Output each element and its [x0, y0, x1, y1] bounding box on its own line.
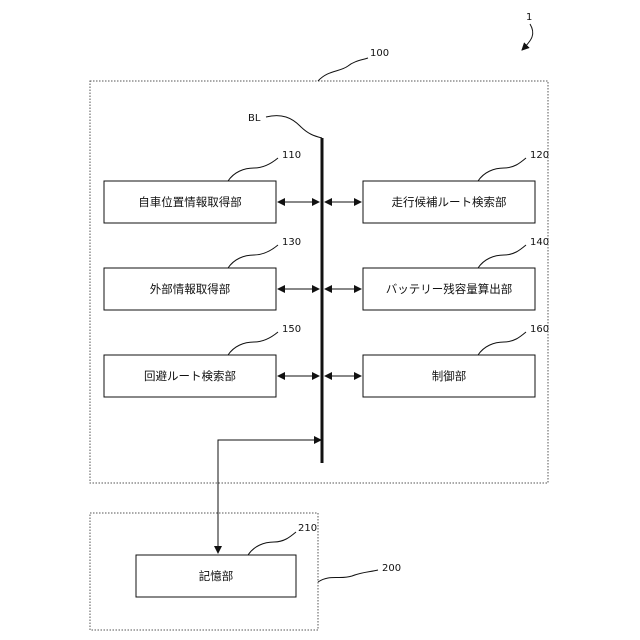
block-160-label: 制御部: [432, 369, 467, 383]
block-110-leader: [228, 158, 278, 181]
bus-label: BL: [248, 113, 261, 124]
block-210-leader: [248, 532, 296, 555]
block-110-ref: 110: [282, 150, 301, 161]
block-210-ref: 210: [298, 523, 317, 534]
block-120-leader: [478, 158, 526, 181]
storage-unit-ref: 200: [382, 563, 401, 574]
block-130-leader: [228, 245, 278, 268]
block-150-ref: 150: [282, 324, 301, 335]
figure-ref-label: 1: [526, 12, 532, 23]
block-130: 外部情報取得部 130: [104, 237, 319, 310]
block-160-ref: 160: [530, 324, 549, 335]
figure-ref: 1: [522, 12, 533, 50]
block-150-label: 回避ルート検索部: [144, 369, 236, 383]
block-160-leader: [478, 332, 526, 355]
block-140-label: バッテリー残容量算出部: [386, 282, 513, 296]
main-unit-leader: [318, 58, 368, 81]
block-150-leader: [228, 332, 278, 355]
block-210: 記憶部 210: [136, 523, 317, 597]
block-120-label: 走行候補ルート検索部: [392, 195, 507, 209]
figure-ref-arrow: [522, 24, 533, 50]
block-150: 回避ルート検索部 150: [104, 324, 319, 397]
storage-unit-leader: [318, 570, 378, 582]
bus-leader: [266, 116, 322, 138]
bus-to-storage-connector: [218, 440, 321, 553]
block-140-ref: 140: [530, 237, 549, 248]
block-160: 制御部 160: [325, 324, 549, 397]
block-110: 自車位置情報取得部 110: [104, 150, 319, 223]
block-110-label: 自車位置情報取得部: [138, 195, 242, 209]
block-210-label: 記憶部: [199, 569, 234, 583]
block-130-label: 外部情報取得部: [150, 282, 231, 296]
block-140: バッテリー残容量算出部 140: [325, 237, 549, 310]
block-130-ref: 130: [282, 237, 301, 248]
block-120: 走行候補ルート検索部 120: [325, 150, 549, 223]
main-unit-ref: 100: [370, 48, 389, 59]
block-120-ref: 120: [530, 150, 549, 161]
block-140-leader: [478, 245, 526, 268]
